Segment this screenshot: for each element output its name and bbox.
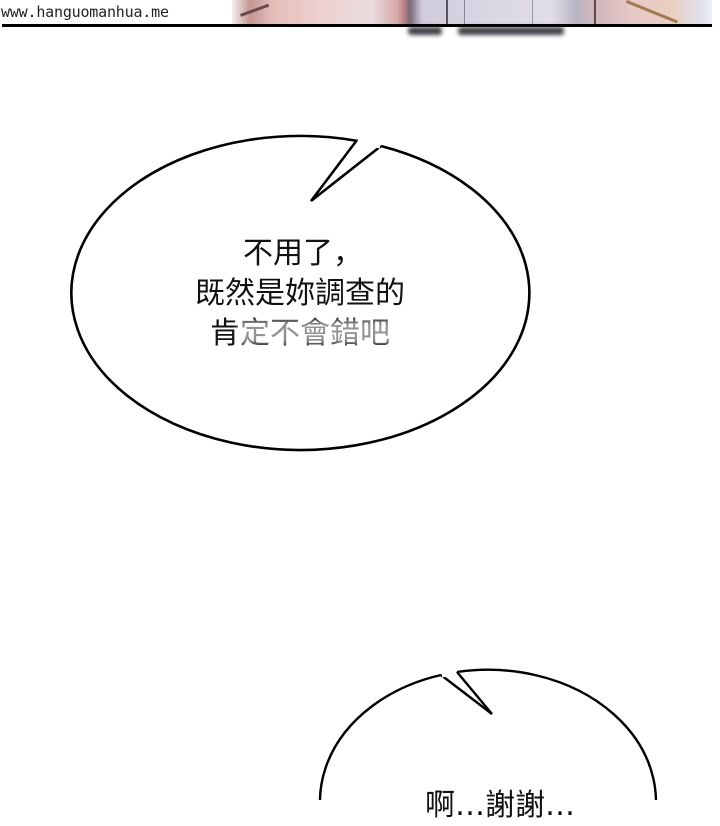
art-line xyxy=(464,0,465,25)
blurred-text-smudge xyxy=(408,27,442,35)
speech-bubbles-layer xyxy=(70,134,658,800)
watermark-blur-overlay xyxy=(238,320,406,344)
speech-bubble-1 xyxy=(70,134,531,452)
top-art-panel xyxy=(232,0,712,25)
panel-border-line xyxy=(2,24,712,27)
speech-bubble-2 xyxy=(318,668,658,800)
dialogue-line: 不用了， xyxy=(243,236,363,271)
site-watermark: www.hanguomanhua.me xyxy=(1,3,169,21)
blurred-text-smudge xyxy=(458,27,564,35)
art-line xyxy=(446,0,448,25)
speech-bubble-2-text: 啊…謝謝… xyxy=(380,786,620,826)
art-line xyxy=(594,0,596,25)
dialogue-line: 啊…謝謝… xyxy=(425,788,575,823)
art-line xyxy=(532,0,533,25)
dialogue-line: 既然是妳調查的 xyxy=(195,276,405,311)
